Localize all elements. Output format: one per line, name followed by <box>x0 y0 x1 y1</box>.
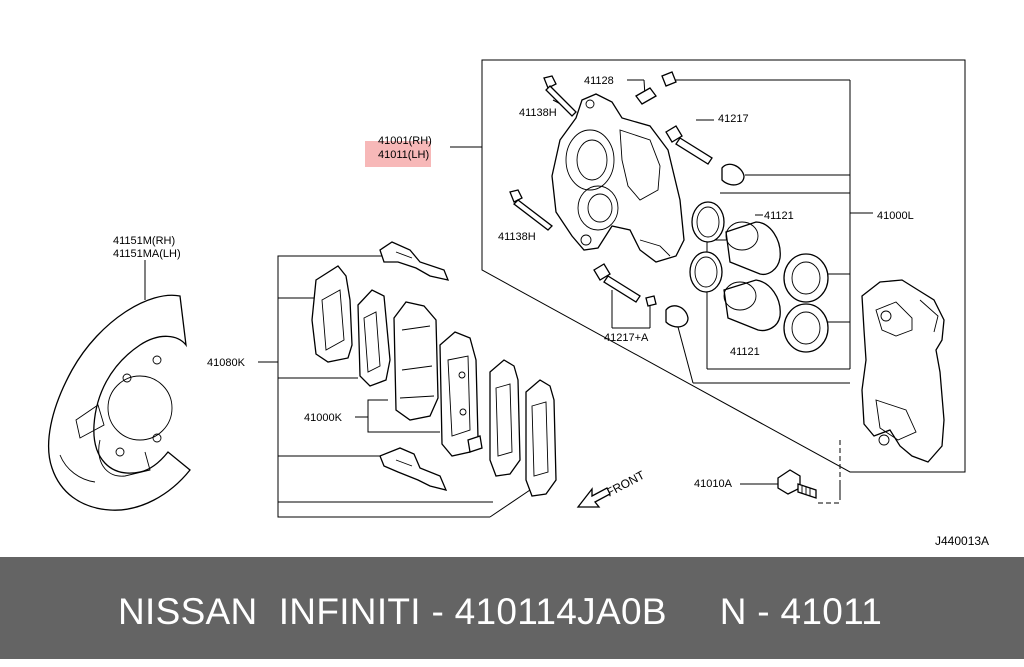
dust-boot-top <box>783 253 829 303</box>
label-41217: 41217 <box>718 113 749 125</box>
brake-pad-right <box>439 331 483 457</box>
label-41000l: 41000L <box>877 210 914 222</box>
diagram-svg: 41128 41138H 41217 41001(RH) 41011(LH) 4… <box>47 59 989 548</box>
label-41138h-top: 41138H <box>519 107 557 119</box>
boot-bottom <box>665 305 689 328</box>
shield-hub-hole <box>107 375 173 441</box>
parts-diagram: 41128 41138H 41217 41001(RH) 41011(LH) 4… <box>47 59 990 548</box>
caliper-group-frame <box>481 59 966 473</box>
footer-part-number: NISSAN INFINITI - 410114JA0B N - 41011 <box>118 591 883 632</box>
bolt-41010a <box>777 469 817 499</box>
front-arrow-icon <box>576 487 611 508</box>
highlight-41011 <box>365 141 431 167</box>
wear-indicator <box>467 435 483 453</box>
shim-inner-1 <box>489 359 521 477</box>
footer-bar: NISSAN INFINITI - 410114JA0B N - 41011 <box>0 557 1024 659</box>
caliper-bracket <box>861 279 945 463</box>
leader-41000k <box>367 399 440 433</box>
label-41011: 41011(LH) <box>378 149 429 161</box>
pad-clip-bottom <box>379 447 448 491</box>
piston-bore-top <box>565 129 615 191</box>
bolt-41138h-top <box>543 75 577 117</box>
bleeder-41128 <box>635 71 677 105</box>
leader-boot-low-b <box>677 326 694 384</box>
pad-clip-top <box>379 241 450 281</box>
dust-boot-bottom <box>783 303 829 353</box>
diagram-code: J440013A <box>935 534 989 548</box>
label-41151m: 41151M(RH) <box>113 235 175 247</box>
label-41217a: 41217+A <box>604 332 649 344</box>
caliper-body <box>551 93 685 263</box>
front-label: FRONT <box>604 468 648 500</box>
guide-pin-41217a <box>593 263 689 328</box>
label-41010a: 41010A <box>694 478 733 490</box>
label-41121-bot: 41121 <box>730 346 760 358</box>
boot-top <box>721 163 745 186</box>
label-41080k: 41080K <box>207 357 246 369</box>
label-41151ma: 41151MA(LH) <box>113 248 181 260</box>
leader-shim-3 <box>489 489 531 518</box>
guide-pin-41217 <box>665 125 745 186</box>
brake-pad-41000k <box>393 301 439 421</box>
brake-pad-left <box>357 289 391 387</box>
shim-inner-2 <box>525 379 557 497</box>
label-41121-top: 41121 <box>764 210 794 222</box>
bolt-41138h-mid <box>509 189 553 231</box>
label-41138h-mid: 41138H <box>498 231 536 243</box>
shim-outer-left <box>311 265 353 363</box>
piston-bore-bottom <box>577 185 619 231</box>
dust-shield <box>47 260 191 511</box>
seal-ring-top <box>691 201 725 243</box>
label-41128: 41128 <box>584 75 614 87</box>
piston-top <box>725 221 781 276</box>
label-41000k: 41000K <box>304 412 343 424</box>
label-41001: 41001(RH) <box>378 135 432 147</box>
seal-ring-bottom <box>689 251 723 293</box>
piston-bottom <box>723 279 781 332</box>
